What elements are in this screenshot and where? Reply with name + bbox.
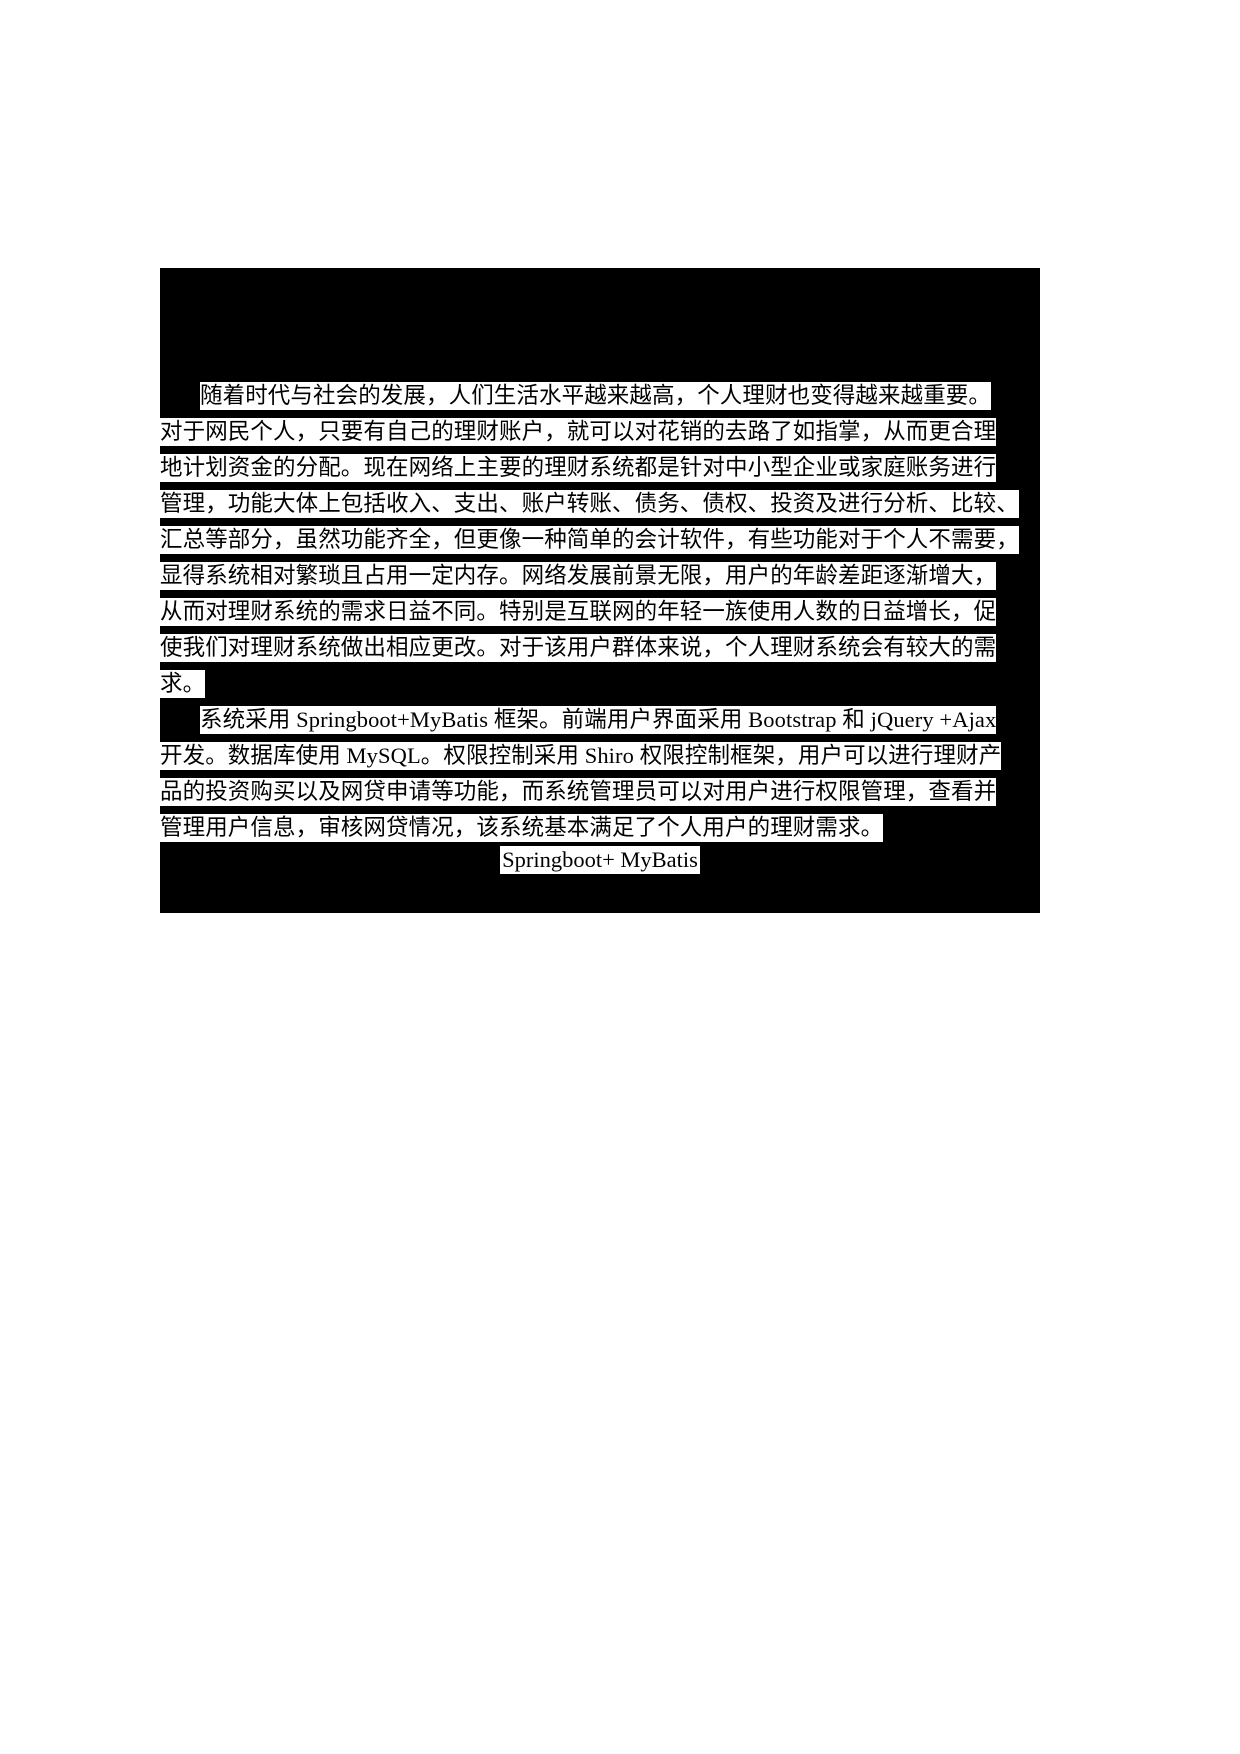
paragraph-line: 随着时代与社会的发展，人们生活水平越来越高，个人理财也变得越来越重要。 [160, 378, 1040, 414]
paragraph-line-text: 从而对理财系统的需求日益不同。特别是互联网的年轻一族使用人数的日益增长，促 [160, 598, 997, 626]
paragraph-line: 管理，功能大体上包括收入、支出、账户转账、债务、债权、投资及进行分析、比较、 [160, 486, 1040, 522]
paragraph-line-text: 管理，功能大体上包括收入、支出、账户转账、债务、债权、投资及进行分析、比较、 [160, 490, 1019, 518]
paragraph-line-text: 使我们对理财系统做出相应更改。对于该用户群体来说，个人理财系统会有较大的需 [160, 634, 997, 662]
paragraph-line-text: 管理用户信息，审核网贷情况，该系统基本满足了个人用户的理财需求。 [160, 814, 884, 842]
abstract-body: 随着时代与社会的发展，人们生活水平越来越高，个人理财也变得越来越重要。 对于网民… [160, 378, 1040, 846]
paragraph-line-text: 汇总等部分，虽然功能齐全，但更像一种简单的会计软件，有些功能对于个人不需要， [160, 526, 1019, 554]
keywords-caption: Springboot+ MyBatis [160, 842, 1040, 878]
redacted-heading-band [160, 268, 1040, 378]
paragraph-line-text: 地计划资金的分配。现在网络上主要的理财系统都是针对中小型企业或家庭账务进行 [160, 454, 997, 482]
paragraph-line: 品的投资购买以及网贷申请等功能，而系统管理员可以对用户进行权限管理，查看并 [160, 774, 1040, 810]
keywords-caption-text: Springboot+ MyBatis [500, 846, 700, 874]
paragraph-line: 对于网民个人，只要有自己的理财账户，就可以对花销的去路了如指掌，从而更合理 [160, 414, 1040, 450]
redacted-content-block: 随着时代与社会的发展，人们生活水平越来越高，个人理财也变得越来越重要。 对于网民… [160, 268, 1040, 913]
paragraph-line: 显得系统相对繁琐且占用一定内存。网络发展前景无限，用户的年龄差距逐渐增大， [160, 558, 1040, 594]
paragraph-line: 系统采用 Springboot+MyBatis 框架。前端用户界面采用 Boot… [160, 702, 1040, 738]
paragraph-line: 地计划资金的分配。现在网络上主要的理财系统都是针对中小型企业或家庭账务进行 [160, 450, 1040, 486]
paragraph-line: 管理用户信息，审核网贷情况，该系统基本满足了个人用户的理财需求。 [160, 810, 1040, 846]
paragraph-line: 从而对理财系统的需求日益不同。特别是互联网的年轻一族使用人数的日益增长，促 [160, 594, 1040, 630]
paragraph-line-text: 系统采用 Springboot+MyBatis 框架。前端用户界面采用 Boot… [200, 706, 997, 734]
paragraph-line-text: 对于网民个人，只要有自己的理财账户，就可以对花销的去路了如指掌，从而更合理 [160, 418, 997, 446]
paragraph-line-text: 品的投资购买以及网贷申请等功能，而系统管理员可以对用户进行权限管理，查看并 [160, 778, 997, 806]
paragraph-line: 求。 [160, 666, 1040, 702]
paragraph-line: 使我们对理财系统做出相应更改。对于该用户群体来说，个人理财系统会有较大的需 [160, 630, 1040, 666]
paragraph-line: 开发。数据库使用 MySQL。权限控制采用 Shiro 权限控制框架，用户可以进… [160, 738, 1040, 774]
paragraph-line: 汇总等部分，虽然功能齐全，但更像一种简单的会计软件，有些功能对于个人不需要， [160, 522, 1040, 558]
paragraph-line-text: 求。 [160, 670, 206, 698]
paragraph-line-text: 随着时代与社会的发展，人们生活水平越来越高，个人理财也变得越来越重要。 [200, 382, 992, 410]
paragraph-line-text: 开发。数据库使用 MySQL。权限控制采用 Shiro 权限控制框架，用户可以进… [160, 742, 1002, 770]
paragraph-line-text: 显得系统相对繁琐且占用一定内存。网络发展前景无限，用户的年龄差距逐渐增大， [160, 562, 997, 590]
